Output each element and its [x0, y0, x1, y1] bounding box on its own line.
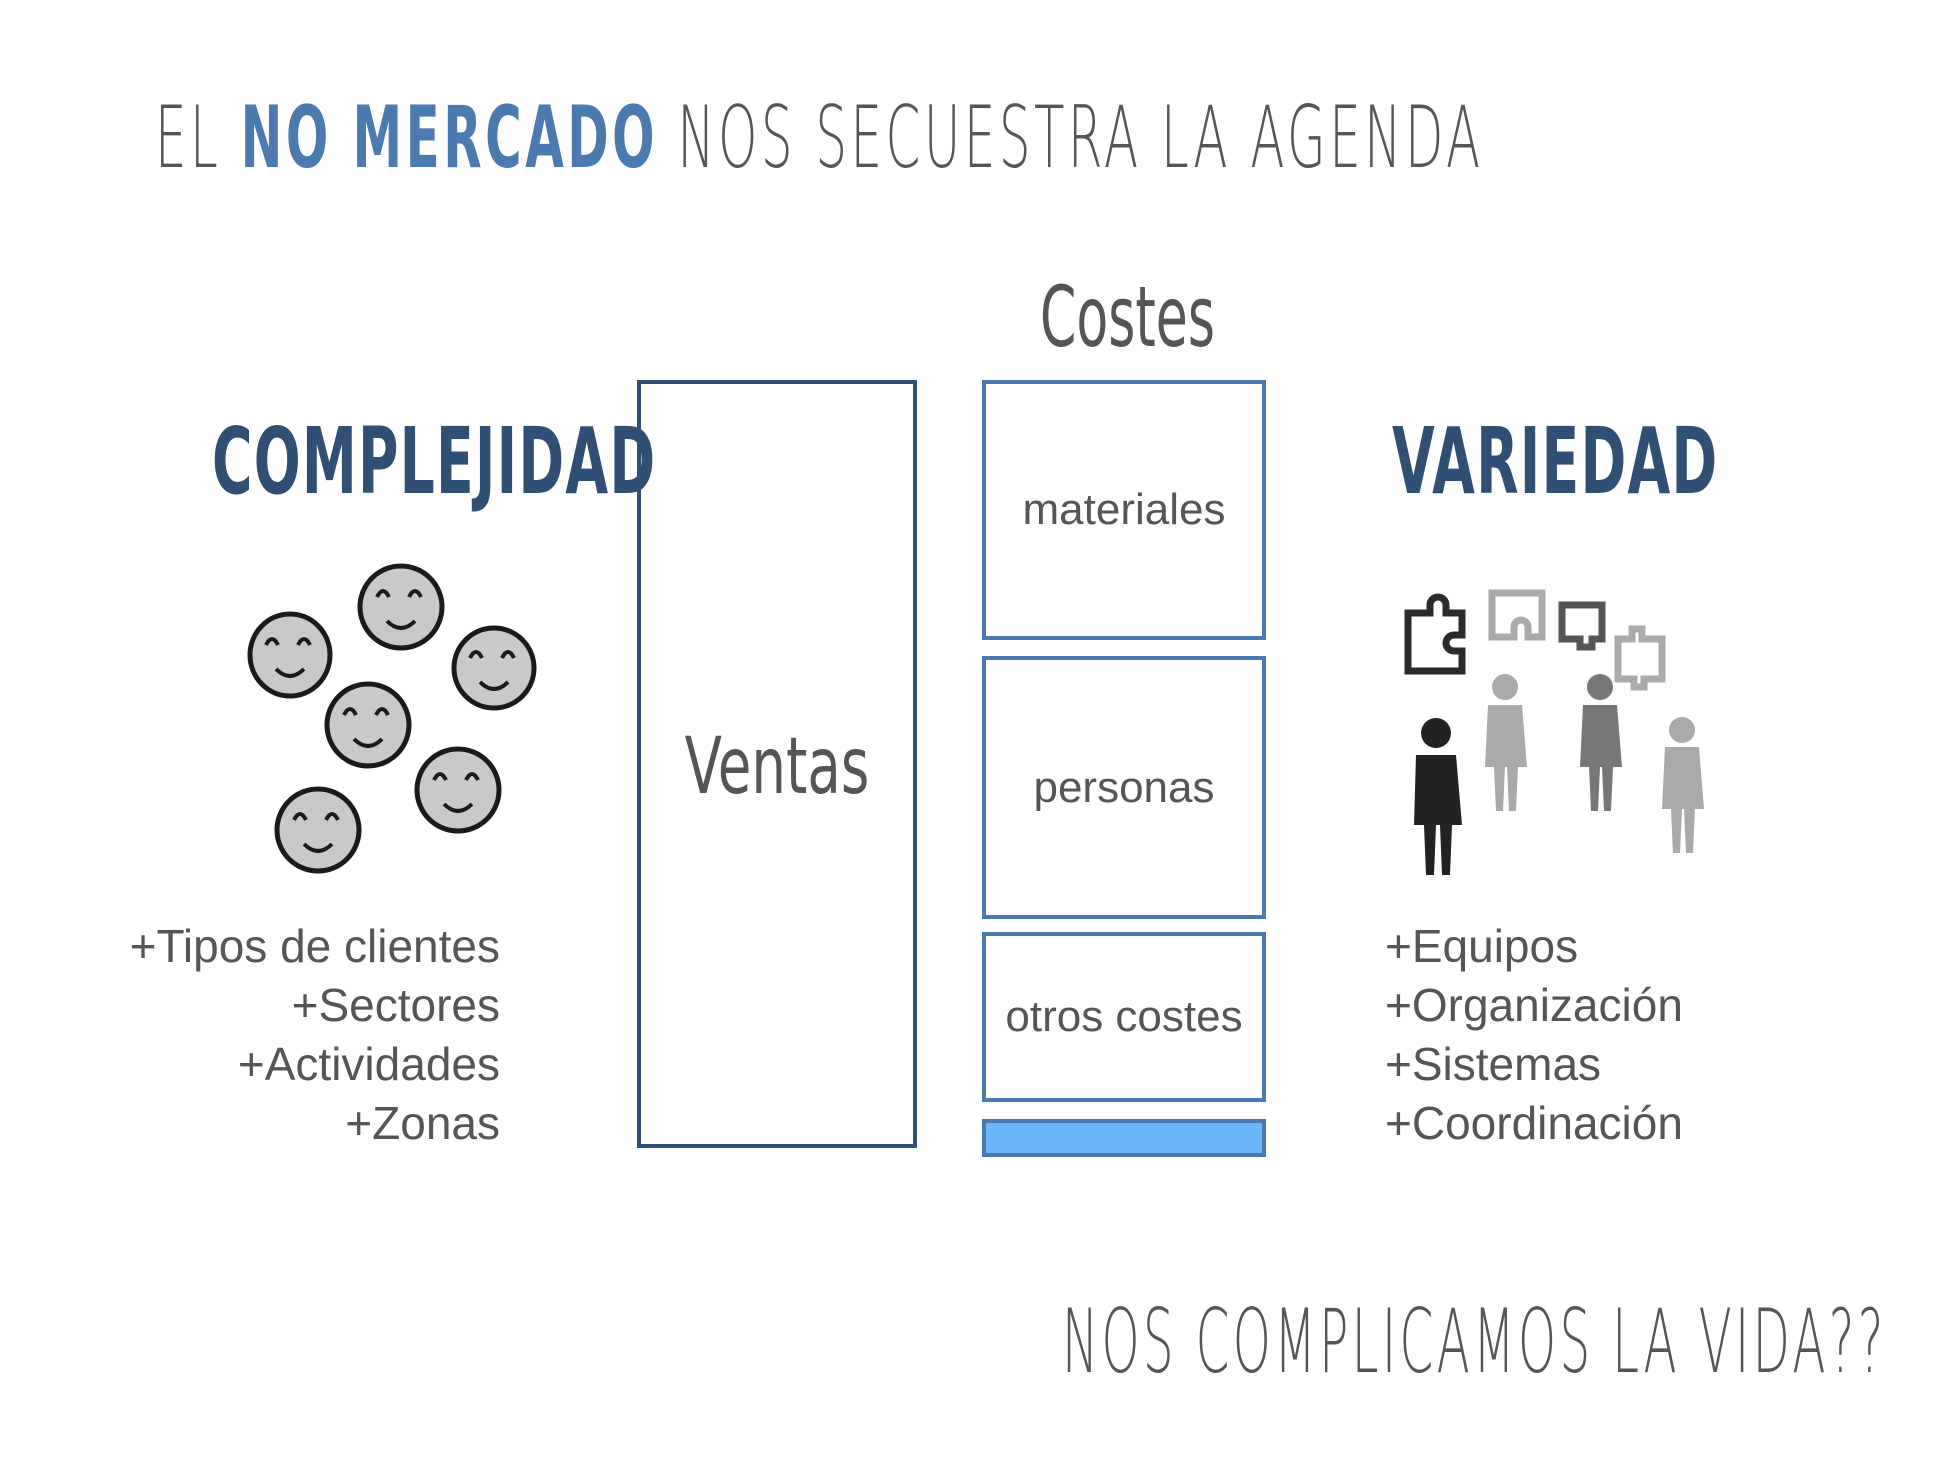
footer-question: NOS COMPLICAMOS LA VIDA??	[1062, 1290, 1887, 1393]
list-item: +Organización	[1385, 979, 1683, 1031]
cost-box-label: otros costes	[1005, 992, 1243, 1041]
cost-box-otros-costes: otros costes	[982, 932, 1266, 1102]
costes-label: Costes	[1040, 268, 1215, 366]
variedad-list: +Equipos +Organización +Sistemas +Coordi…	[1385, 917, 1805, 1153]
ventas-label: Ventas	[684, 722, 870, 812]
complejidad-heading: COMPLEJIDAD	[212, 408, 657, 515]
list-item: +Zonas	[345, 1097, 500, 1149]
variedad-heading: VARIEDAD	[1392, 408, 1719, 515]
title-part1: EL	[155, 88, 241, 188]
ventas-box: Ventas	[637, 380, 917, 1148]
margin-bar	[982, 1119, 1266, 1157]
list-item: +Actividades	[237, 1038, 500, 1090]
cost-box-label: materiales	[1022, 485, 1226, 534]
cost-box-label: personas	[1033, 762, 1215, 812]
list-item: +Sectores	[291, 979, 500, 1031]
list-item: +Coordinación	[1385, 1097, 1683, 1149]
smiley-faces-icon	[247, 563, 537, 874]
list-item: +Sistemas	[1385, 1038, 1602, 1090]
cost-box-materiales: materiales	[982, 380, 1266, 640]
people-puzzle-icon	[1404, 589, 1704, 875]
complejidad-list: +Tipos de clientes +Sectores +Actividade…	[80, 917, 500, 1153]
title-part2: NOS SECUESTRA LA AGENDA	[658, 88, 1484, 188]
list-item: +Equipos	[1385, 920, 1579, 972]
cost-box-personas: personas	[982, 656, 1266, 919]
list-item: +Tipos de clientes	[129, 920, 500, 972]
page-title: EL NO MERCADO NOS SECUESTRA LA AGENDA	[155, 88, 1484, 188]
title-highlight: NO MERCADO	[240, 88, 659, 188]
